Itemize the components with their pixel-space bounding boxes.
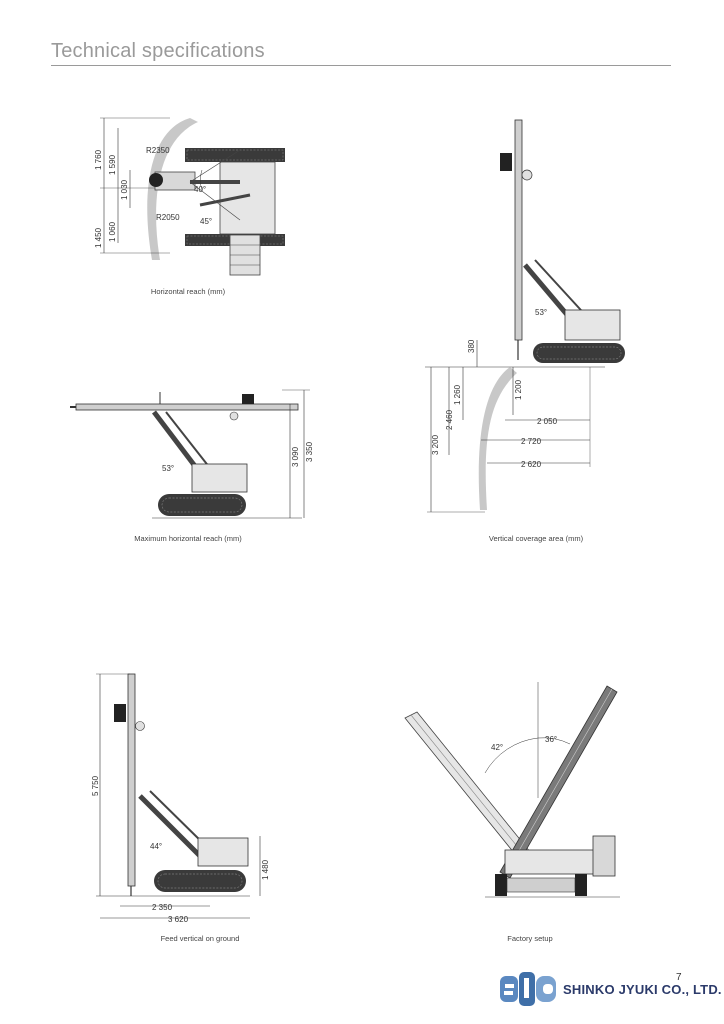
angle-36: 36°: [545, 735, 557, 744]
dim-2050: 2 050: [537, 417, 558, 426]
angle-40: 40°: [194, 185, 206, 194]
dim-380: 380: [467, 339, 476, 353]
figure-vertical-coverage: 53° 380 1 260 1 200 3 200 2 460 2 050 2 …: [425, 119, 625, 513]
feed-beam: [75, 403, 299, 411]
page-title: Technical specifications: [51, 40, 265, 62]
company-name: SHINKO JYUKI CO., LTD.: [563, 982, 722, 997]
caption-feed-vertical: Feed vertical on ground: [160, 934, 240, 943]
carrier-track: [533, 343, 625, 363]
angle-53: 53°: [535, 308, 547, 317]
feed-mast: [514, 119, 523, 341]
feed-left-42: [404, 711, 536, 865]
figure-horizontal-reach: 1 760 1 590 1 030 1 060 1 450 R2350 R205…: [94, 117, 285, 276]
dim-1480: 1 480: [261, 859, 270, 880]
caption-max-horizontal-reach: Maximum horizontal reach (mm): [134, 534, 242, 543]
angle-44: 44°: [150, 842, 162, 851]
carrier-track-vertical: [154, 870, 246, 892]
dim-3090: 3 090: [291, 446, 300, 467]
figure-factory-setup: 42° 36°: [404, 682, 620, 898]
reach-sweep: [147, 118, 198, 260]
dim-r2350: R2350: [146, 146, 170, 155]
factory-track-left: [495, 874, 507, 896]
dim-1030: 1 030: [120, 179, 129, 200]
dim-1590: 1 590: [108, 154, 117, 175]
title-divider: [51, 65, 671, 66]
company-logo: [500, 972, 556, 1006]
dim-1060: 1 060: [108, 221, 117, 242]
angle-53-max: 53°: [162, 464, 174, 473]
figure-max-horizontal-reach: 53° 3 090 3 350: [70, 389, 314, 519]
page-number: 7: [676, 972, 682, 983]
dim-2620: 2 620: [521, 460, 542, 469]
dim-2460: 2 460: [445, 409, 454, 430]
dim-2720: 2 720: [521, 437, 542, 446]
dim-1260: 1 260: [453, 384, 462, 405]
angle-42: 42°: [491, 743, 503, 752]
track-top: [185, 148, 285, 162]
dim-3350: 3 350: [305, 441, 314, 462]
factory-track-right: [575, 874, 587, 896]
angle-45: 45°: [200, 217, 212, 226]
caption-factory-setup: Factory setup: [507, 934, 553, 943]
dim-1450: 1 450: [94, 227, 103, 248]
caption-horizontal-reach: Horizontal reach (mm): [150, 287, 226, 296]
carrier-track-max: [158, 494, 246, 516]
dim-r2050: R2050: [156, 213, 180, 222]
caption-vertical-coverage: Vertical coverage area (mm): [488, 534, 584, 543]
dim-2350: 2 350: [152, 903, 173, 912]
coverage-area: [478, 367, 517, 510]
dim-5750: 5 750: [91, 775, 100, 796]
figure-feed-vertical: 44° 5 750 1 480 2 350 3 620: [91, 673, 270, 924]
dim-1760: 1 760: [94, 149, 103, 170]
feed-mast-vertical: [127, 673, 136, 887]
dim-3200: 3 200: [431, 434, 440, 455]
dim-3620: 3 620: [168, 915, 189, 924]
dim-1200: 1 200: [514, 379, 523, 400]
